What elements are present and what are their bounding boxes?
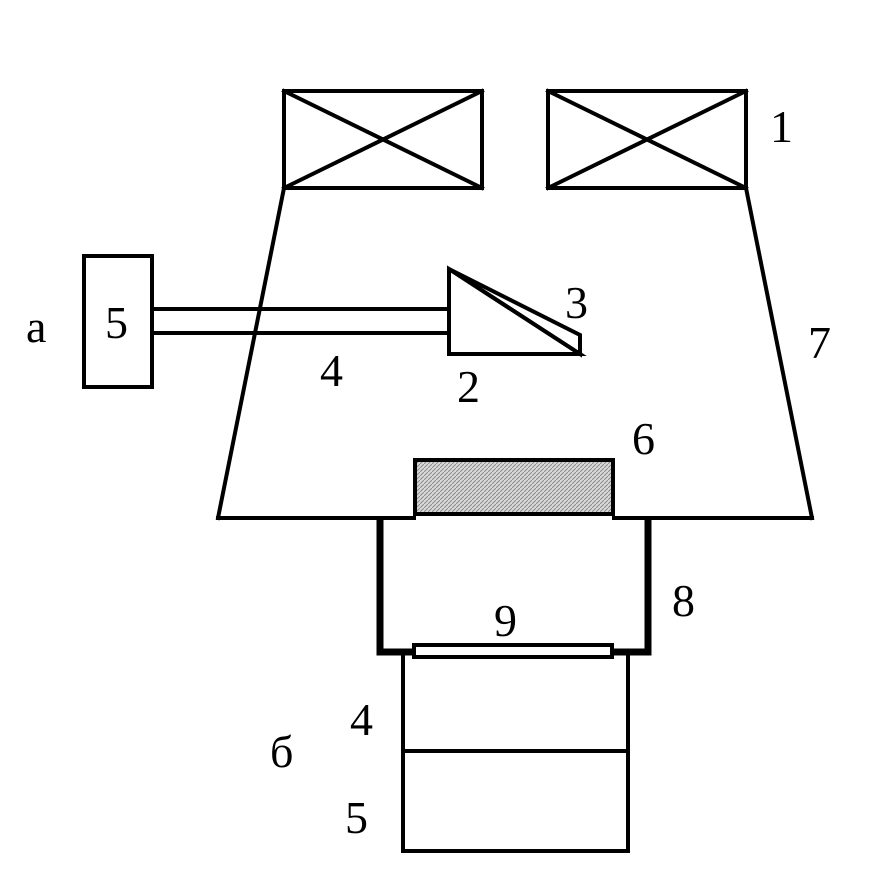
label-rod-a: 4 — [320, 345, 343, 396]
label-variant-a: а — [26, 301, 46, 352]
label-drive-a: 5 — [105, 297, 128, 348]
window — [412, 643, 614, 659]
label-window: 9 — [494, 595, 517, 646]
chamber — [215, 185, 815, 521]
coil-right — [545, 88, 749, 191]
lower-stack — [401, 650, 630, 853]
label-rod-b: 4 — [350, 694, 373, 745]
label-chamber: 7 — [808, 317, 831, 368]
crystal — [447, 267, 582, 358]
label-sample: 6 — [632, 413, 655, 464]
sample — [413, 458, 615, 516]
coil-left — [281, 88, 485, 191]
label-crystal: 3 — [565, 277, 588, 328]
label-variant-b: б — [270, 726, 293, 777]
label-coil: 1 — [770, 101, 793, 152]
rod-a — [150, 307, 451, 335]
label-adapter: 8 — [672, 575, 695, 626]
drive-a-box — [82, 254, 154, 389]
label-drive-b: 5 — [345, 792, 368, 843]
label-crystal-holder: 2 — [457, 361, 480, 412]
